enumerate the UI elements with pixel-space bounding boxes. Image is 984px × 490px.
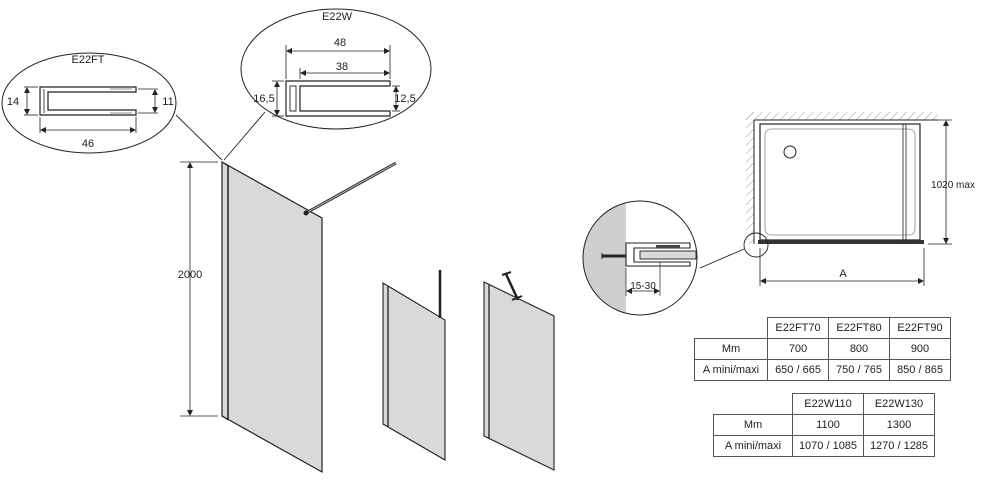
table-row: A mini/maxi 650 / 665 750 / 765 850 / 86…	[694, 359, 951, 381]
table-corner	[695, 318, 768, 339]
panel-variant-2-glass	[483, 281, 555, 471]
panel-height-dimension	[180, 161, 218, 417]
plan-drain	[783, 145, 797, 159]
e22ft-height-inner-label: 11	[162, 96, 173, 108]
e22w-callout-ellipse	[240, 8, 432, 130]
e22ft-width-label: 46	[82, 138, 94, 150]
e22w-spec-table: E22W110 E22W130 Mm 1100 1300 A mini/maxi…	[713, 393, 935, 457]
plan-height-label: 1020 max	[931, 180, 975, 191]
e22ft-spec-table: E22FT70 E22FT80 E22FT90 Mm 700 800 900 A…	[694, 317, 951, 381]
table-cell: 1270 / 1285	[863, 435, 935, 457]
table-header-row: E22FT70 E22FT80 E22FT90	[695, 317, 951, 339]
e22w-height-outer-label: 16,5	[253, 93, 274, 105]
e22w-profile-shape	[285, 80, 391, 117]
e22w-width-outer-label: 48	[334, 37, 346, 49]
table-cell: 800	[828, 338, 890, 360]
e22ft-dim-14	[24, 86, 38, 116]
table-cell: 900	[889, 338, 951, 360]
table-cell: 1070 / 1085	[792, 435, 864, 457]
table-row: Mm 700 800 900	[694, 338, 951, 360]
e22w-dim-48	[285, 45, 391, 79]
panel-height-label: 2000	[178, 269, 202, 281]
table-header-cell: E22FT70	[767, 317, 829, 339]
plan-wall-top	[746, 112, 938, 120]
e22ft-label: E22FT	[71, 54, 104, 66]
callout-leader-lines	[175, 111, 266, 161]
table-cell: 1100	[792, 414, 864, 436]
e22ft-height-outer-label: 14	[7, 96, 19, 108]
plan-view: 1020 max A	[743, 112, 975, 286]
table-cell: 750 / 765	[828, 359, 890, 381]
e22ft-dim-46	[39, 117, 137, 133]
table-header-cell: E22W130	[863, 393, 935, 415]
table-header-cell: E22FT80	[828, 317, 890, 339]
table-row-label: Mm	[694, 338, 768, 360]
plan-glass-panel	[758, 240, 924, 244]
detail-circle	[582, 200, 698, 316]
e22w-label: E22W	[322, 11, 353, 23]
e22w-height-inner-label: 12,5	[394, 93, 415, 105]
table-row-label: A mini/maxi	[713, 435, 793, 457]
detail-gap-label: 15-30	[630, 281, 656, 292]
panel-variant-angled-bar	[483, 271, 555, 471]
plan-shower-tray	[759, 123, 921, 241]
table-row: A mini/maxi 1070 / 1085 1270 / 1285	[713, 435, 935, 457]
table-header-row: E22W110 E22W130	[714, 393, 935, 415]
table-row: Mm 1100 1300	[713, 414, 935, 436]
detail-glass	[639, 250, 697, 260]
panel-variant-1-glass	[382, 282, 446, 461]
e22w-width-inner-label: 38	[336, 61, 348, 73]
main-glass-panel	[221, 160, 397, 474]
e22w-profile-callout: E22W 48 38 16,5 12,5	[240, 8, 432, 130]
table-cell: 1300	[863, 414, 935, 436]
wall-fixing-detail: 15-30	[582, 200, 745, 316]
table-cell: 650 / 665	[767, 359, 829, 381]
table-corner	[714, 394, 793, 415]
e22ft-profile-shape	[39, 86, 137, 116]
e22w-dim-38	[299, 68, 390, 79]
table-header-cell: E22W110	[792, 393, 864, 415]
table-row-label: A mini/maxi	[694, 359, 768, 381]
panel-variant-2-bracket	[504, 273, 520, 301]
plan-detail-marker	[743, 232, 769, 258]
table-row-label: Mm	[713, 414, 793, 436]
main-panel-glass	[221, 160, 323, 474]
e22ft-dim-11	[138, 88, 158, 114]
e22w-dim-12-5	[392, 85, 400, 112]
e22ft-callout-ellipse	[1, 52, 177, 154]
table-cell: 850 / 865	[889, 359, 951, 381]
plan-width-label: A	[839, 268, 847, 280]
e22ft-profile-callout: E22FT 14 11 46	[1, 52, 177, 154]
e22w-dim-16-5	[272, 80, 284, 117]
plan-wall-left	[746, 112, 754, 244]
table-cell: 700	[767, 338, 829, 360]
table-header-cell: E22FT90	[889, 317, 951, 339]
panel-variant-vertical-bar	[382, 270, 446, 461]
